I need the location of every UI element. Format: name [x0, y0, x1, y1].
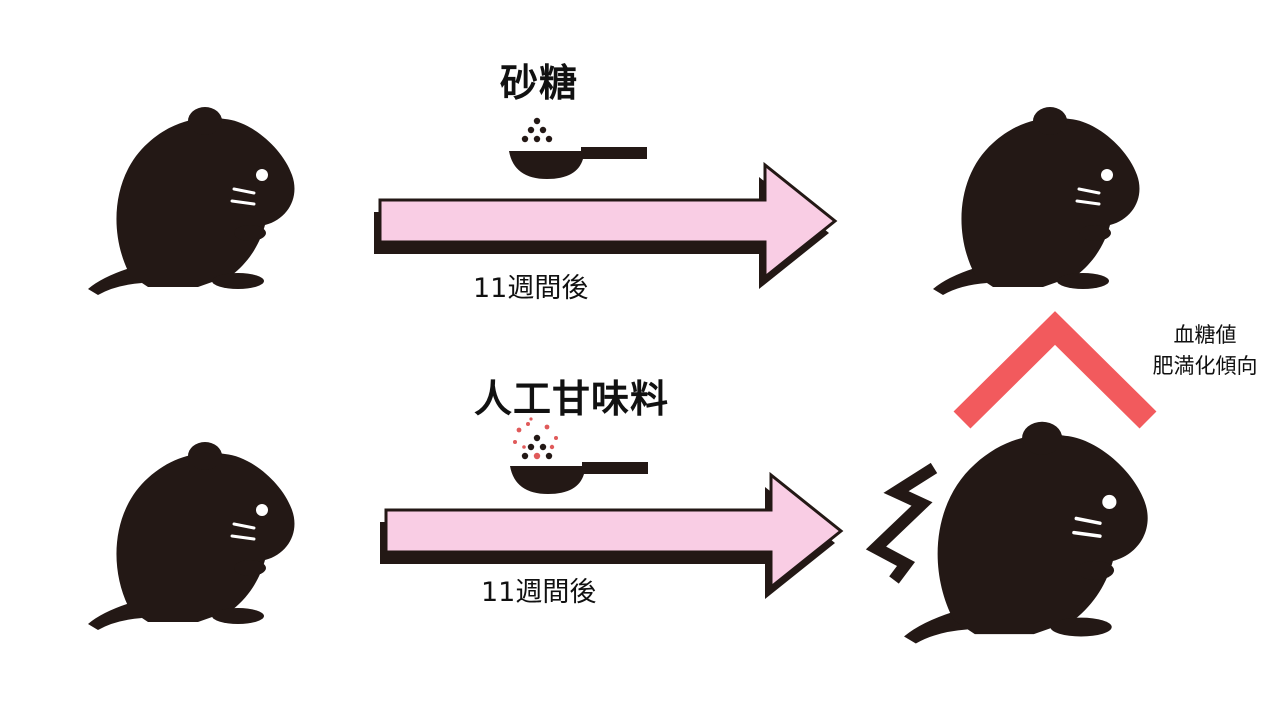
- mouse-before-sugar: [86, 105, 296, 297]
- mouse-after-sugar: [931, 105, 1141, 297]
- sweetener-period-label: 11週間後: [481, 577, 597, 608]
- mouse-after-sweetener: [902, 419, 1150, 646]
- sugar-scoop-icon: [509, 117, 647, 179]
- sugar-title: 砂糖: [500, 61, 579, 105]
- effect-line-blood-sugar: 血糖値: [1173, 323, 1237, 347]
- effect-line-obesity: 肥満化傾向: [1152, 354, 1258, 378]
- increase-chevron-icon: [953, 311, 1157, 429]
- sweetener-scoop-icon: [510, 417, 648, 494]
- arrow-sweetener: [378, 473, 843, 601]
- mouse-before-sweetener: [86, 440, 296, 632]
- sweetener-title: 人工甘味料: [474, 377, 670, 421]
- sugar-period-label: 11週間後: [473, 273, 589, 304]
- arrow-sugar: [372, 163, 837, 291]
- lightning-icon: [865, 462, 938, 584]
- effect-label: 血糖値 肥満化傾向: [1150, 320, 1260, 382]
